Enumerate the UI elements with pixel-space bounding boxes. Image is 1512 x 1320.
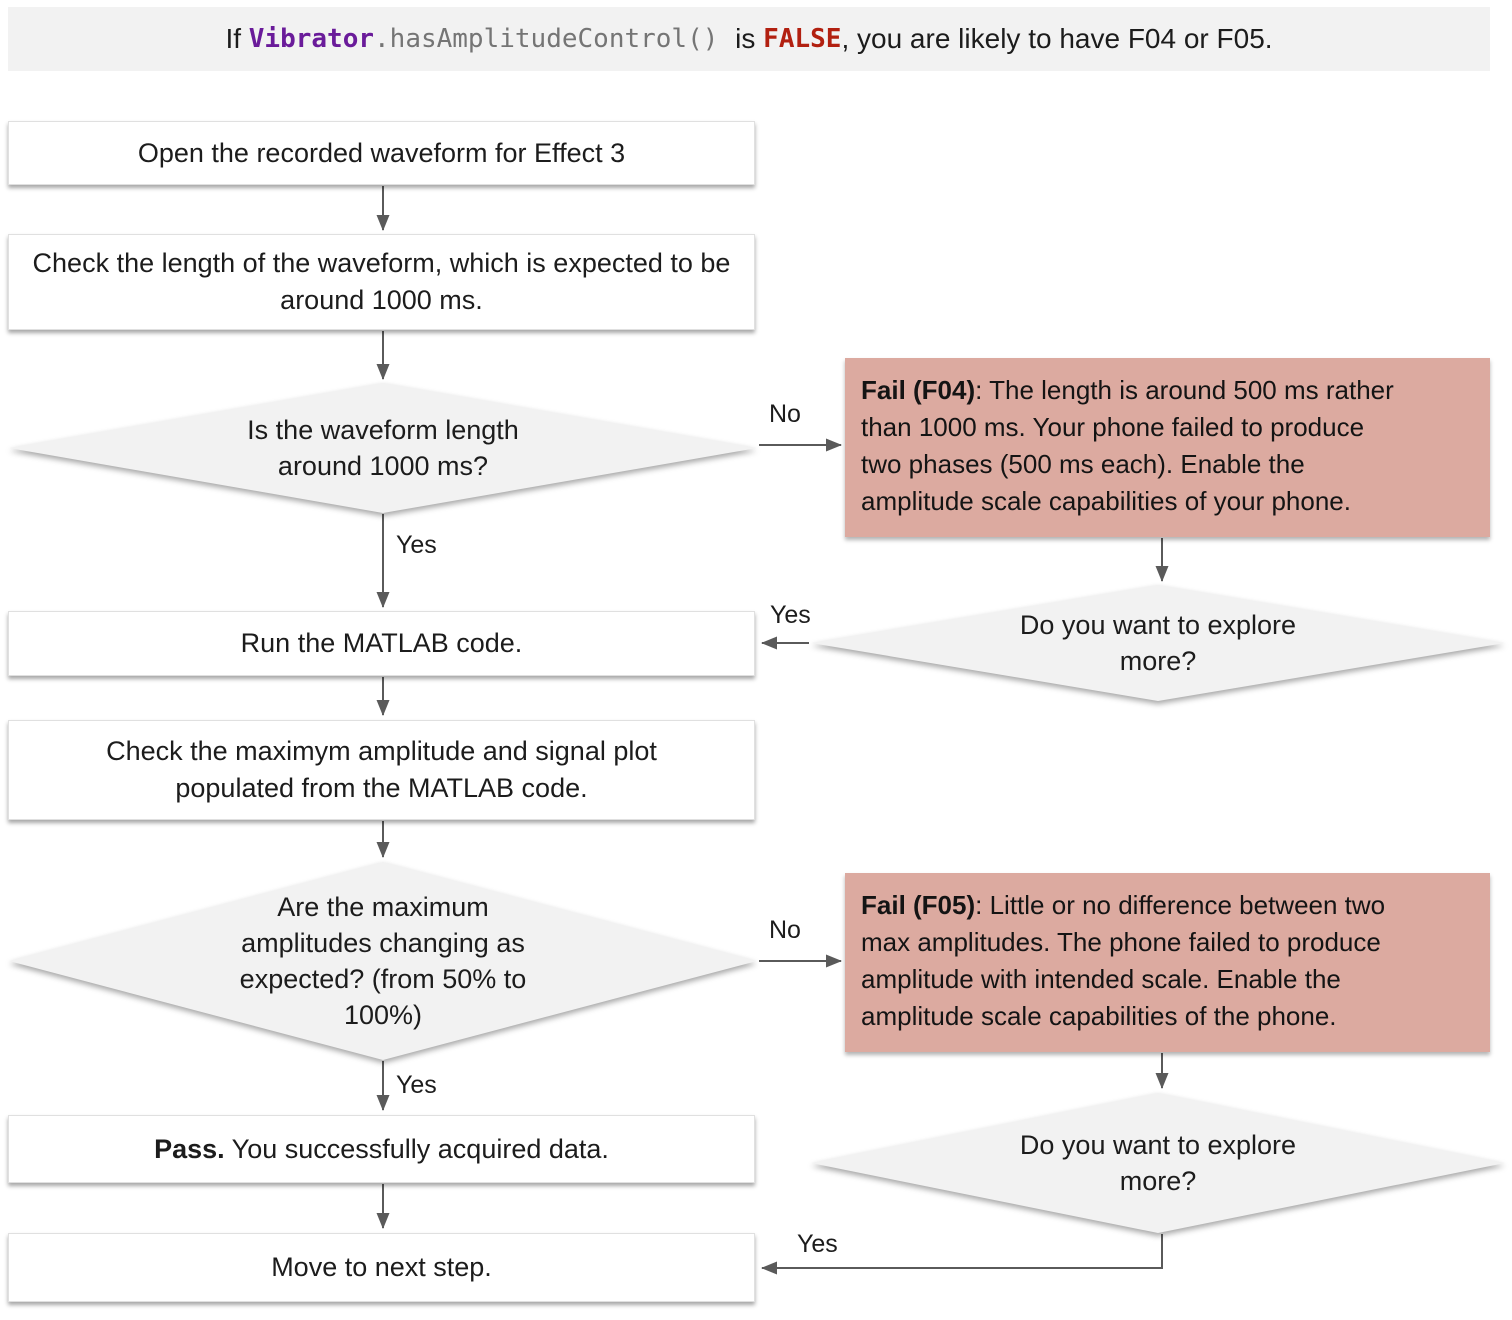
fail-f04-line3: two phases (500 ms each). Enable the bbox=[861, 449, 1305, 479]
decision-amplitude-change: Are the maximum amplitudes changing as e… bbox=[9, 862, 757, 1060]
edge-label-yes-length: Yes bbox=[396, 531, 437, 559]
fail-f05-line3: amplitude with intended scale. Enable th… bbox=[861, 964, 1341, 994]
node-move-next-text: Move to next step. bbox=[271, 1252, 492, 1282]
header-connector-text: is bbox=[727, 23, 764, 54]
node-check-amplitude: Check the maximym amplitude and signal p… bbox=[8, 720, 755, 820]
node-pass: Pass. You successfully acquired data. bbox=[8, 1115, 755, 1183]
decision-explore-more-2: Do you want to explore more? bbox=[811, 1093, 1505, 1233]
edge-label-yes-amplitude: Yes bbox=[396, 1071, 437, 1099]
header-code-method: .hasAmplitudeControl() bbox=[374, 24, 719, 54]
node-open-waveform-text: Open the recorded waveform for Effect 3 bbox=[137, 137, 626, 168]
node-run-matlab: Run the MATLAB code. bbox=[8, 611, 755, 676]
fail-f04-box: Fail (F04): The length is around 500 ms … bbox=[845, 358, 1490, 537]
fail-f05-label: Fail (F05) bbox=[861, 890, 976, 920]
fail-f05-line4: amplitude scale capabilities of the phon… bbox=[861, 1001, 1337, 1031]
fail-f05-line2: max amplitudes. The phone failed to prod… bbox=[861, 927, 1381, 957]
header-suffix-text: , you are likely to have F04 or F05. bbox=[841, 23, 1273, 54]
node-move-next: Move to next step. bbox=[8, 1233, 755, 1302]
edge-label-yes-explore1: Yes bbox=[770, 601, 811, 629]
pass-rest-text: You successfully acquired data. bbox=[224, 1133, 609, 1164]
node-check-amplitude-text: Check the maximym amplitude and signal p… bbox=[106, 736, 665, 803]
header-prefix-text: If bbox=[225, 23, 249, 54]
header-banner: If Vibrator.hasAmplitudeControl() is FAL… bbox=[8, 7, 1490, 71]
edge-label-no-amplitude: No bbox=[769, 916, 801, 944]
pass-bold-text: Pass. bbox=[154, 1133, 225, 1164]
fail-f04-line1: Fail (F04): The length is around 500 ms … bbox=[861, 372, 1476, 409]
node-open-waveform: Open the recorded waveform for Effect 3 bbox=[8, 121, 755, 185]
node-pass-text: Pass. You successfully acquired data. bbox=[154, 1131, 609, 1168]
decision-amplitude-change-text: Are the maximum amplitudes changing as e… bbox=[239, 892, 527, 1030]
fail-f04-line1-rest: : The length is around 500 ms rather bbox=[975, 375, 1394, 405]
fail-f05-line1: Fail (F05): Little or no difference betw… bbox=[861, 887, 1476, 924]
node-run-matlab-text: Run the MATLAB code. bbox=[240, 628, 523, 658]
header-code-false: FALSE bbox=[763, 24, 842, 54]
edge-label-yes-explore2: Yes bbox=[797, 1230, 838, 1258]
decision-waveform-length: Is the waveform length around 1000 ms? bbox=[9, 383, 757, 513]
node-check-length: Check the length of the waveform, which … bbox=[8, 234, 755, 330]
fail-f04-line2: than 1000 ms. Your phone failed to produ… bbox=[861, 412, 1365, 442]
fail-f04-label: Fail (F04) bbox=[861, 375, 976, 405]
fail-f05-line1-rest: : Little or no difference between two bbox=[975, 890, 1386, 920]
decision-waveform-length-text: Is the waveform length around 1000 ms? bbox=[247, 415, 519, 481]
fail-f04-line4: amplitude scale capabilities of your pho… bbox=[861, 486, 1351, 516]
decision-explore-more-1-text: Do you want to explore more? bbox=[1019, 610, 1297, 676]
decision-explore-more-1: Do you want to explore more? bbox=[811, 585, 1505, 701]
fail-f05-box: Fail (F05): Little or no difference betw… bbox=[845, 873, 1490, 1052]
header-code-vibrator: Vibrator bbox=[248, 24, 375, 54]
edge-label-no-length: No bbox=[769, 400, 801, 428]
node-check-length-text: Check the length of the waveform, which … bbox=[32, 248, 738, 315]
decision-explore-more-2-text: Do you want to explore more? bbox=[1019, 1130, 1297, 1196]
